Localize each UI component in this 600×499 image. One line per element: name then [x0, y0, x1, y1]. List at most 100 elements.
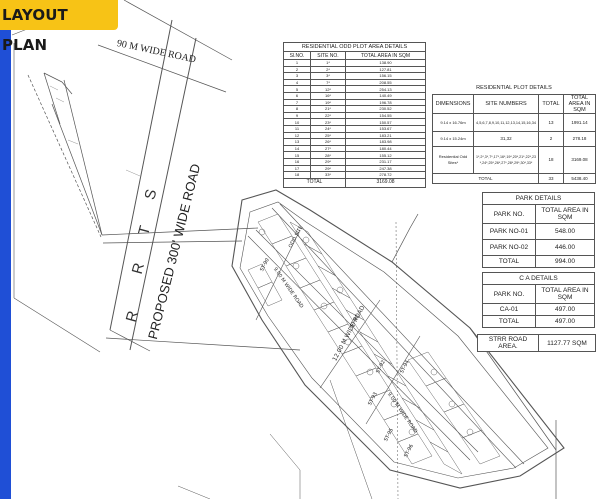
ca-total-label: TOTAL — [482, 315, 536, 328]
odd-plot-total-value: 3169.08 — [345, 177, 426, 188]
table-cell: 150.57 — [345, 118, 426, 126]
table-cell: 27* — [310, 144, 346, 153]
table-cell: 196.78 — [345, 98, 426, 107]
ca-details-table: C A DETAILS PARK NO. TOTAL AREA IN SQM C… — [482, 272, 595, 328]
page-title: LAYOUT PLAN — [0, 0, 118, 54]
table-cell: 23* — [310, 118, 346, 126]
column-header: TOTAL AREA IN SQM — [345, 51, 426, 60]
table-cell: 180.44 — [345, 144, 426, 153]
table-cell: 153.67 — [345, 124, 426, 133]
table-cell: 29* — [310, 157, 346, 166]
table-cell: 19* — [310, 98, 346, 107]
table-cell: 278.18 — [563, 131, 596, 147]
table-cell: 2* — [310, 65, 346, 74]
table-cell: 25* — [310, 131, 346, 140]
table-cell: 5 — [283, 85, 311, 93]
table-cell: 1* — [310, 59, 346, 67]
table-cell: 3169.08 — [563, 146, 596, 174]
table-cell: 4,5,6,7,8,9,10,11,12,13,14,15,16,34 — [473, 113, 539, 132]
table-cell: 28* — [310, 151, 346, 159]
table-cell: 497.00 — [535, 303, 595, 316]
plot-table-title: RESIDENTIAL PLOT DETAILS — [432, 85, 596, 91]
table-cell: 2 — [283, 65, 311, 74]
table-cell: 13 — [283, 138, 311, 146]
table-cell: PARK NO-02 — [482, 239, 536, 256]
strr-area-label: STRR ROAD AREA. — [477, 334, 539, 352]
table-cell: PARK NO-01 — [482, 223, 536, 240]
table-cell: 1 — [283, 59, 311, 67]
table-cell: 14 — [283, 144, 311, 153]
table-cell: 278.72 — [345, 171, 426, 179]
table-cell: 17 — [283, 164, 311, 173]
table-cell: 12* — [310, 85, 346, 93]
table-cell: 183.21 — [345, 131, 426, 140]
park-total-value: 994.00 — [535, 255, 595, 268]
table-cell: 1991.14 — [563, 113, 596, 132]
park-details-table: PARK DETAILS PARK NO. TOTAL AREA IN SQM … — [482, 192, 595, 268]
table-cell: 11 — [283, 124, 311, 133]
odd-plot-area-table: RESIDENTIAL ODD PLOT AREA DETAILS Sl.NO.… — [283, 42, 426, 188]
table-cell: 140.49 — [345, 91, 426, 100]
column-header: PARK NO. — [482, 284, 536, 304]
column-header: SITE NUMBERS — [473, 94, 539, 114]
strr-road-area-table: STRR ROAD AREA. 1127.77 SQM — [477, 334, 596, 352]
table-cell: 16* — [310, 91, 346, 100]
table-cell: 9.14 x 16.76m — [432, 113, 474, 132]
column-header: TOTAL — [538, 94, 564, 114]
table-cell: 127.81 — [345, 65, 426, 74]
table-cell: 8 — [283, 105, 311, 113]
table-cell: 1*,2*,3*,7*,17*,16*,19*,20*,21*,22*,23*,… — [473, 146, 539, 174]
table-cell: 156.15 — [345, 72, 426, 80]
table-cell: 29* — [310, 164, 346, 173]
table-cell: 230.52 — [345, 105, 426, 113]
table-cell: 231.17 — [345, 157, 426, 166]
table-cell: 154.55 — [345, 111, 426, 120]
table-cell: 33* — [310, 171, 346, 179]
column-header: TOTAL AREA IN SQM — [535, 284, 595, 304]
left-accent-bar — [0, 0, 11, 499]
table-cell: 4 — [283, 78, 311, 87]
ca-total-value: 497.00 — [535, 315, 595, 328]
park-total-label: TOTAL — [482, 255, 536, 268]
table-cell: 247.38 — [345, 164, 426, 173]
column-header: Sl.NO. — [283, 51, 311, 60]
table-cell: 18 — [283, 171, 311, 179]
table-cell: 12 — [283, 131, 311, 140]
table-cell: 2 — [538, 131, 564, 147]
odd-plot-total-label: TOTAL — [283, 177, 346, 188]
plot-total-area: 5438.40 — [563, 173, 596, 184]
table-cell: 7* — [310, 78, 346, 87]
table-cell: 9.14 x 15.24m — [432, 131, 474, 147]
table-cell: 26* — [310, 138, 346, 146]
table-cell: 9 — [283, 111, 311, 120]
table-cell: Residential Odd Sites* — [432, 146, 474, 174]
table-cell: 21* — [310, 105, 346, 113]
table-cell: CA-01 — [482, 303, 536, 316]
plot-total-count: 33 — [538, 173, 564, 184]
table-cell: 16 — [283, 157, 311, 166]
residential-plot-table: DIMENSIONS SITE NUMBERS TOTAL TOTAL AREA… — [432, 94, 596, 184]
column-header: PARK NO. — [482, 204, 536, 224]
table-cell: 208.55 — [345, 78, 426, 87]
table-cell: 183.98 — [345, 138, 426, 146]
table-cell: 15 — [283, 151, 311, 159]
table-cell: 18 — [538, 146, 564, 174]
table-cell: 548.00 — [535, 223, 595, 240]
odd-plot-table-title: RESIDENTIAL ODD PLOT AREA DETAILS — [283, 42, 426, 52]
plot-total-label: TOTAL — [432, 173, 539, 184]
column-header: SITE NO. — [310, 51, 346, 60]
